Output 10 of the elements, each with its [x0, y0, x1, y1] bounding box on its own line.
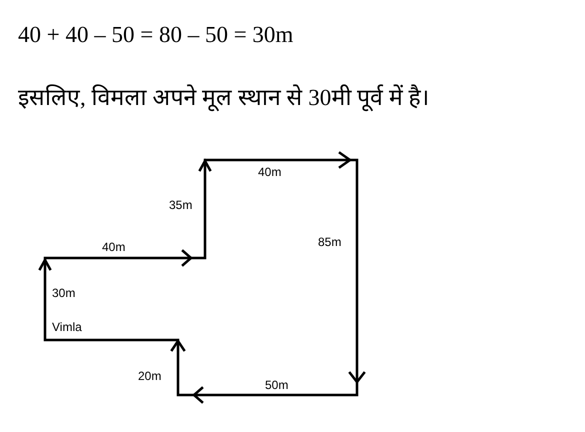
distance-label: 35m: [169, 198, 192, 212]
distance-label: 40m: [258, 165, 282, 179]
distance-label: 30m: [52, 286, 76, 300]
equation: 40 + 40 – 50 = 80 – 50 = 30m: [18, 22, 294, 48]
conclusion-text: इसलिए, विमला अपने मूल स्थान से 30मी पूर्व में है।: [18, 83, 430, 112]
distance-label: 40m: [102, 240, 126, 254]
distance-label: 85m: [318, 235, 342, 249]
distance-label: 50m: [265, 378, 288, 392]
distance-label: 20m: [138, 369, 162, 383]
person-label: Vimla: [52, 320, 82, 334]
